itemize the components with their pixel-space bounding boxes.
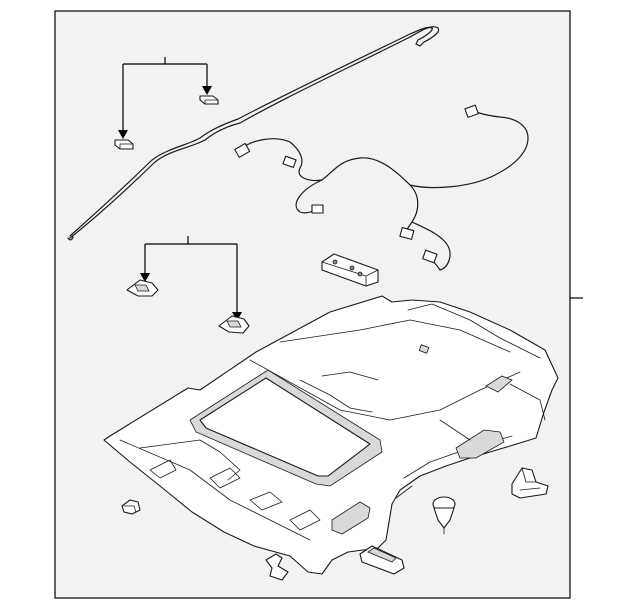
retainer-clip-upper [199, 95, 219, 105]
mounting-clip [265, 553, 289, 581]
wiring-harness [234, 104, 529, 271]
retainer-clip-lower [114, 139, 134, 150]
harness-clip [121, 499, 141, 515]
push-pin-fastener [432, 496, 456, 535]
sunroof-drain-tube [69, 26, 440, 239]
lamp-bezel [359, 545, 405, 575]
callout-bracket-top [118, 57, 212, 139]
retainer-bracket [511, 467, 549, 499]
callout-bracket-middle [140, 236, 242, 321]
clip-bracket-upper [126, 279, 159, 297]
clip-bracket-lower [218, 315, 250, 334]
headliner-panel [103, 295, 559, 575]
mounting-bracket [321, 253, 379, 287]
